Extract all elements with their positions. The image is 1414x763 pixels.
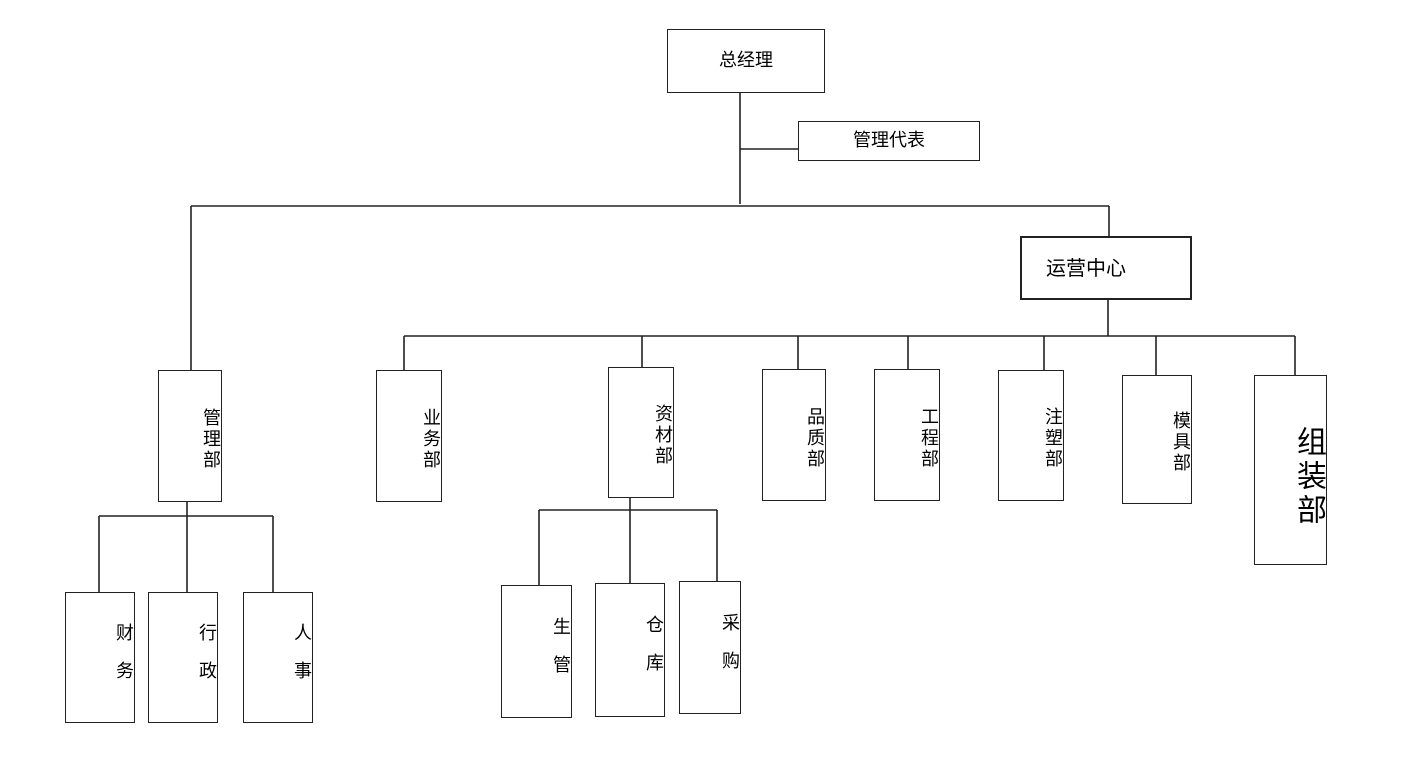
purchasing-box: 采购 [679,581,741,714]
management-dept-box: 管理部 [158,370,222,502]
finance-box: 财务 [65,592,135,723]
engineering-dept-box: 工程部 [874,369,940,501]
business-dept-box: 业务部 [376,370,442,502]
hr-box: 人事 [243,592,313,723]
operations-center-box: 运营中心 [1020,236,1192,300]
mold-dept-box: 模具部 [1122,375,1192,504]
quality-dept-box: 品质部 [762,369,826,501]
warehouse-box: 仓库 [595,583,665,717]
management-representative-box: 管理代表 [798,121,980,161]
general-manager-box: 总经理 [667,29,825,93]
production-control-box: 生管 [501,585,572,718]
injection-dept-box: 注塑部 [998,370,1064,501]
administration-box: 行政 [148,592,218,723]
materials-dept-box: 资材部 [608,367,674,498]
assembly-dept-box: 组装部 [1254,375,1327,565]
